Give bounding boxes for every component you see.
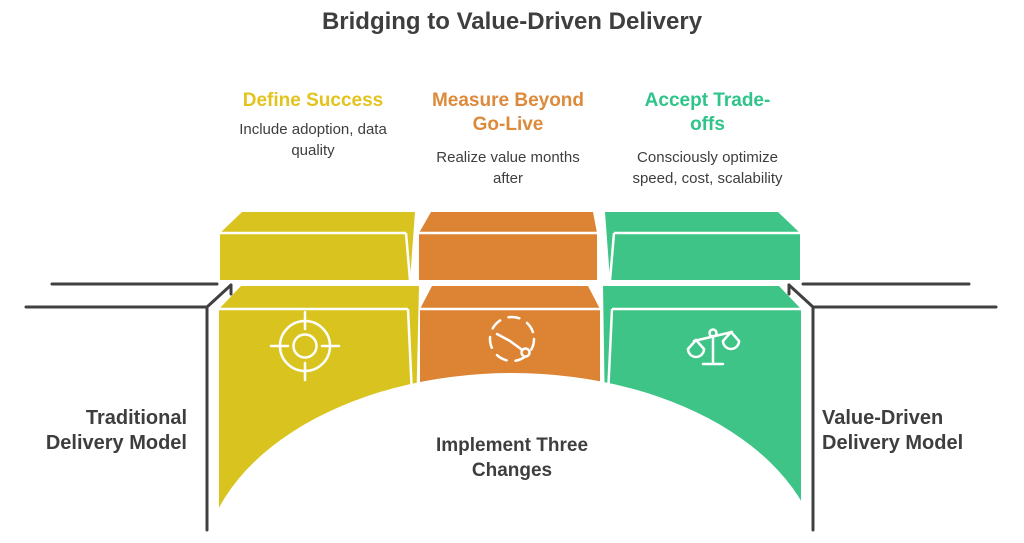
define-upper-side-edge <box>404 232 412 281</box>
page-title: Bridging to Value-Driven Delivery <box>321 8 703 35</box>
define-lower-side-edge <box>406 308 414 396</box>
define-success-header: Define Success <box>242 90 384 111</box>
scales-icon <box>686 328 741 366</box>
measure-beyond-subtext: Realize value months after <box>436 149 580 187</box>
accept-lower-side-edge <box>606 308 614 396</box>
accept-upper-side-edge <box>608 232 616 281</box>
accept-upper-body <box>605 212 800 280</box>
deck-lines <box>24 282 998 532</box>
define-upper-body <box>220 212 415 280</box>
target-icon <box>269 310 341 382</box>
clock-gauge-knob <box>520 347 531 358</box>
measure-upper-block <box>419 212 597 280</box>
accept-tradeoffs-subtext: Consciously optimize speed, cost, scalab… <box>632 149 783 187</box>
arch-cutout <box>205 373 819 543</box>
accept-upper-block <box>605 212 800 281</box>
accept-tradeoffs-header: Accept Trade- offs <box>644 90 771 135</box>
left-depth-edge <box>205 283 233 309</box>
implement-changes-label: Implement Three Changes <box>435 435 589 481</box>
measure-beyond-header: Measure Beyond Go-Live <box>431 90 585 135</box>
clock-gauge-icon <box>488 315 536 363</box>
value-driven-model-label: Value-Driven Delivery Model <box>822 407 964 454</box>
traditional-model-label: Traditional Delivery Model <box>45 407 187 454</box>
define-upper-block <box>220 212 415 281</box>
define-success-subtext: Include adoption, data quality <box>239 121 387 159</box>
right-depth-edge <box>787 283 815 309</box>
measure-upper-body <box>419 212 597 280</box>
